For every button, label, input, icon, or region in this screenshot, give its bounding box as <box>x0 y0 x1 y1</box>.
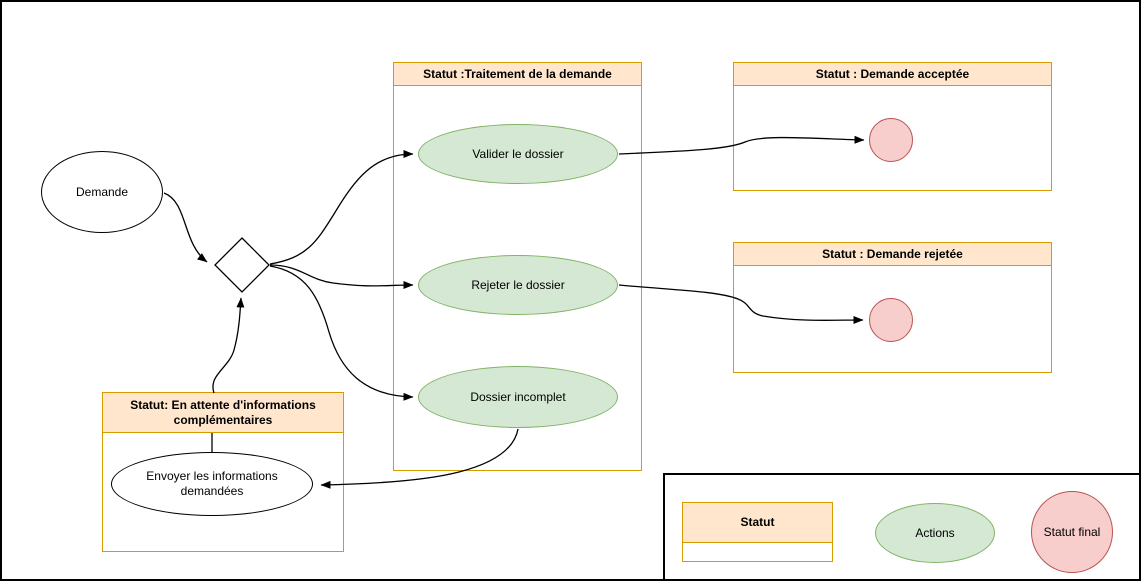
container-statut-en-attente-title: Statut: En attente d'informations complé… <box>103 393 343 433</box>
edge-decision-to-rejeter <box>269 264 414 290</box>
legend-statut-label: Statut <box>683 503 832 543</box>
container-statut-demande-rejetee-title: Statut : Demande rejetée <box>734 243 1051 266</box>
node-rejeter-le-dossier: Rejeter le dossier <box>418 255 618 315</box>
container-statut-demande-acceptee: Statut : Demande acceptée <box>733 62 1052 191</box>
legend-statut-final-sample: Statut final <box>1031 491 1113 573</box>
legend-statut-sample: Statut <box>682 502 833 562</box>
node-valider-le-dossier: Valider le dossier <box>418 124 618 184</box>
edge-decision-to-incomplet <box>269 265 414 401</box>
edge-envoyer-to-decision <box>212 297 245 394</box>
node-final-state-rejetee <box>869 298 913 342</box>
container-statut-demande-acceptee-title: Statut : Demande acceptée <box>734 63 1051 86</box>
node-envoyer-informations: Envoyer les informations demandées <box>111 452 313 516</box>
container-statut-traitement-title: Statut :Traitement de la demande <box>394 63 641 86</box>
edge-demande-to-decision <box>163 192 208 263</box>
legend-actions-sample: Actions <box>875 503 995 563</box>
node-demande: Demande <box>41 151 163 233</box>
edge-decision-to-valider <box>269 150 414 265</box>
node-dossier-incomplet: Dossier incomplet <box>418 366 618 428</box>
decision-diamond <box>214 237 270 293</box>
node-final-state-acceptee <box>869 118 913 162</box>
